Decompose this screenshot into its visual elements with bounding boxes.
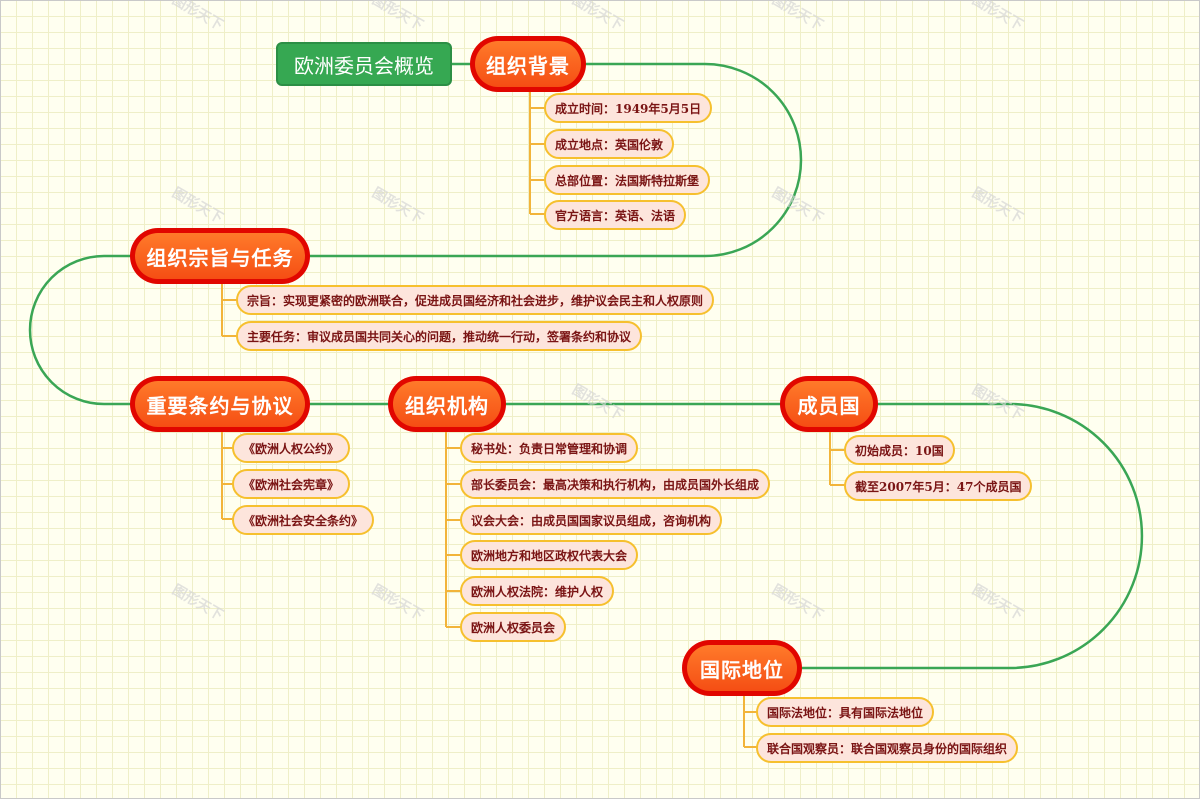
topic-treaties-and-agreements[interactable]: 重要条约与协议 xyxy=(130,376,310,432)
topic-organization-background[interactable]: 组织背景 xyxy=(470,36,586,92)
leaf-official-languages[interactable]: 官方语言：英语、法语 xyxy=(544,200,687,230)
root-node[interactable]: 欧洲委员会概览 xyxy=(276,42,452,86)
topic-purpose-and-tasks[interactable]: 组织宗旨与任务 xyxy=(130,228,310,284)
topic-international-status[interactable]: 国际地位 xyxy=(682,640,802,696)
leaf-parliamentary-assembly[interactable]: 议会大会：由成员国国家议员组成，咨询机构 xyxy=(460,505,723,535)
leaf-founding-date[interactable]: 成立时间：1949年5月5日 xyxy=(544,93,713,123)
leaf-treaty[interactable]: 《欧洲社会宪章》 xyxy=(232,469,351,499)
connector-topic5-topic6 xyxy=(800,402,1144,670)
topic-label: 组织背景 xyxy=(475,41,581,87)
topic-label: 重要条约与协议 xyxy=(135,381,305,427)
leafline-topic5 xyxy=(829,430,846,486)
topic-label: 组织机构 xyxy=(393,381,501,427)
leaf-members-2007[interactable]: 截至2007年5月：47个成员国 xyxy=(844,471,1033,501)
leafline-topic4 xyxy=(445,430,462,628)
leaf-secretariat[interactable]: 秘书处：负责日常管理和协调 xyxy=(460,433,639,463)
leafline-topic1 xyxy=(529,90,546,215)
leaf-congress-of-local-authorities[interactable]: 欧洲地方和地区政权代表大会 xyxy=(460,540,639,570)
leaf-treaty[interactable]: 《欧洲社会安全条约》 xyxy=(232,505,375,535)
leafline-topic3 xyxy=(221,430,234,520)
leaf-committee-of-ministers[interactable]: 部长委员会：最高决策和执行机构，由成员国外长组成 xyxy=(460,469,771,499)
leafline-topic2 xyxy=(221,282,238,337)
leaf-main-tasks[interactable]: 主要任务：审议成员国共同关心的问题，推动统一行动，签署条约和协议 xyxy=(236,321,643,351)
leaf-purpose[interactable]: 宗旨：实现更紧密的欧洲联合，促进成员国经济和社会进步，维护议会民主和人权原则 xyxy=(236,285,715,315)
topic-label: 组织宗旨与任务 xyxy=(135,233,305,279)
leaf-headquarters[interactable]: 总部位置：法国斯特拉斯堡 xyxy=(544,165,711,195)
topic-label: 成员国 xyxy=(785,381,873,427)
leafline-topic6 xyxy=(743,694,758,748)
leaf-founding-place[interactable]: 成立地点：英国伦敦 xyxy=(544,129,675,159)
leaf-initial-members[interactable]: 初始成员：10国 xyxy=(844,435,955,465)
topic-organizational-structure[interactable]: 组织机构 xyxy=(388,376,506,432)
leaf-human-rights-court[interactable]: 欧洲人权法院：维护人权 xyxy=(460,576,615,606)
connector-topic2-topic3 xyxy=(28,254,134,406)
leaf-human-rights-commission[interactable]: 欧洲人权委员会 xyxy=(460,612,567,642)
leaf-treaty[interactable]: 《欧洲人权公约》 xyxy=(232,433,351,463)
leaf-international-law-status[interactable]: 国际法地位：具有国际法地位 xyxy=(756,697,935,727)
connector-topic1-topic2 xyxy=(300,62,803,258)
topic-label: 国际地位 xyxy=(687,645,797,691)
topic-member-states[interactable]: 成员国 xyxy=(780,376,878,432)
leaf-un-observer[interactable]: 联合国观察员：联合国观察员身份的国际组织 xyxy=(756,733,1019,763)
